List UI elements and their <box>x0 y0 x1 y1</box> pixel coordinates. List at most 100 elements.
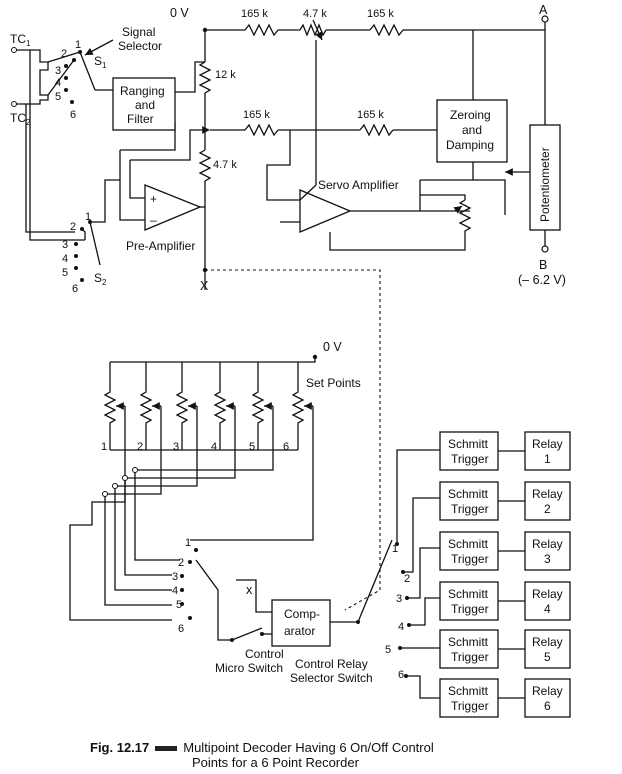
svg-text:4: 4 <box>544 602 551 616</box>
relay-4 <box>524 581 571 621</box>
zeroing-damping-box <box>436 99 508 163</box>
svg-text:Schmitt: Schmitt <box>448 635 489 649</box>
tc2-label: TC2 <box>10 111 31 127</box>
zeroing-l1: Zeroing <box>450 108 491 122</box>
svg-text:Trigger: Trigger <box>451 502 489 516</box>
pot-num-2: 2 <box>137 441 143 453</box>
relay-2 <box>524 481 571 521</box>
node-b-terminal <box>541 245 549 253</box>
comparator-l2: arator <box>284 624 315 638</box>
svg-text:Relay: Relay <box>532 587 563 601</box>
comparator-l1: Comp- <box>284 607 320 621</box>
row-5: Schmitt Trigger Relay 5 <box>439 629 571 669</box>
svg-text:1: 1 <box>185 537 191 549</box>
resistor-165k-top-right <box>369 23 404 37</box>
svg-text:Trigger: Trigger <box>451 602 489 616</box>
s2-label: S2 <box>94 271 107 287</box>
svg-text:Relay: Relay <box>532 437 563 451</box>
svg-text:Relay: Relay <box>532 487 563 501</box>
pre-amp-minus: – <box>150 213 157 227</box>
caption-bar <box>155 746 178 752</box>
resistor-165k-top-left <box>244 23 279 37</box>
top-supply-label: 0 V <box>170 6 189 20</box>
node-b-voltage: (– 6.2 V) <box>518 273 566 287</box>
svg-text:Schmitt: Schmitt <box>448 487 489 501</box>
servo-amp-label: Servo Amplifier <box>318 178 399 192</box>
r-top-left-label: 165 k <box>241 8 268 20</box>
svg-text:1: 1 <box>85 211 91 223</box>
control-micro-switch <box>231 627 263 641</box>
r-fb-left-label: 165 k <box>243 109 270 121</box>
svg-text:1: 1 <box>544 452 551 466</box>
signal-selector-l1: Signal <box>122 25 155 39</box>
r-pot-label: 4.7 k <box>303 8 327 20</box>
pot-4-7k-top <box>299 23 327 37</box>
schmitt-relay-rows: Schmitt Trigger Relay 1 Schmitt Trigger … <box>439 431 571 718</box>
pre-amplifier <box>144 184 202 231</box>
resistor-4-7k-vertical <box>198 149 212 182</box>
resistor-165k-fb-left <box>244 123 279 137</box>
control-micro-l2: Micro Switch <box>215 661 283 675</box>
row-6: Schmitt Trigger Relay 6 <box>439 678 571 718</box>
s2-contacts: 1 2 3 4 5 6 <box>62 211 92 295</box>
relay-selector-l2: Selector Switch <box>290 671 373 685</box>
schmitt-trigger-4 <box>439 581 499 621</box>
svg-text:Relay: Relay <box>532 684 563 698</box>
pre-amp-plus: + <box>150 192 157 206</box>
row-1: Schmitt Trigger Relay 1 <box>439 431 571 471</box>
node-x-bottom-label: x <box>246 583 253 597</box>
svg-text:Trigger: Trigger <box>451 699 489 713</box>
ranging-filter-box <box>112 77 176 131</box>
r-12k-label: 12 k <box>215 69 236 81</box>
svg-text:Schmitt: Schmitt <box>448 437 489 451</box>
svg-text:3: 3 <box>62 239 68 251</box>
svg-text:4: 4 <box>172 585 178 597</box>
set-point-pots <box>103 362 314 460</box>
resistor-12k <box>198 61 212 94</box>
svg-text:Trigger: Trigger <box>451 650 489 664</box>
pot-num-3: 3 <box>173 441 179 453</box>
setpoint-selector-contacts: 1 2 3 4 5 6 <box>172 537 198 635</box>
svg-text:4: 4 <box>55 77 61 89</box>
svg-text:Schmitt: Schmitt <box>448 537 489 551</box>
svg-text:4: 4 <box>62 253 68 265</box>
feedback-pot-right <box>329 199 472 251</box>
ranging-l2: and <box>135 98 155 112</box>
svg-text:1: 1 <box>392 543 398 555</box>
pot-num-6: 6 <box>283 441 289 453</box>
relay-selector-arm <box>357 539 393 623</box>
svg-text:2: 2 <box>404 573 410 585</box>
node-a-terminal <box>541 15 549 23</box>
svg-text:Trigger: Trigger <box>451 552 489 566</box>
svg-text:1: 1 <box>75 39 81 51</box>
svg-text:Schmitt: Schmitt <box>448 684 489 698</box>
set-points-label: Set Points <box>306 376 361 390</box>
r-top-right-label: 165 k <box>367 8 394 20</box>
svg-text:6: 6 <box>72 283 78 295</box>
svg-text:5: 5 <box>55 91 61 103</box>
row-3: Schmitt Trigger Relay 3 <box>439 531 571 571</box>
caption-fig-label: Fig. 12.17 <box>90 740 150 755</box>
pre-amp-label: Pre-Amplifier <box>126 239 195 253</box>
svg-text:Trigger: Trigger <box>451 452 489 466</box>
s1-label: S1 <box>94 54 107 70</box>
row-2: Schmitt Trigger Relay 2 <box>439 481 571 521</box>
node-b-label: B <box>539 258 547 272</box>
schmitt-trigger-1 <box>439 431 499 471</box>
pot-num-5: 5 <box>249 441 255 453</box>
relay-selector-l1: Control Relay <box>295 657 368 671</box>
svg-text:4: 4 <box>398 621 404 633</box>
svg-text:Relay: Relay <box>532 635 563 649</box>
r-fb-right-label: 165 k <box>357 109 384 121</box>
svg-text:5: 5 <box>544 650 551 664</box>
svg-text:2: 2 <box>178 557 184 569</box>
svg-text:5: 5 <box>176 599 182 611</box>
servo-amplifier <box>299 189 352 233</box>
zeroing-l2: and <box>462 123 482 137</box>
svg-text:6: 6 <box>70 109 76 121</box>
pot-num-4: 4 <box>211 441 217 453</box>
resistor-165k-fb-right <box>359 123 394 137</box>
schmitt-trigger-6 <box>439 678 499 718</box>
node-a-label: A <box>539 3 548 17</box>
